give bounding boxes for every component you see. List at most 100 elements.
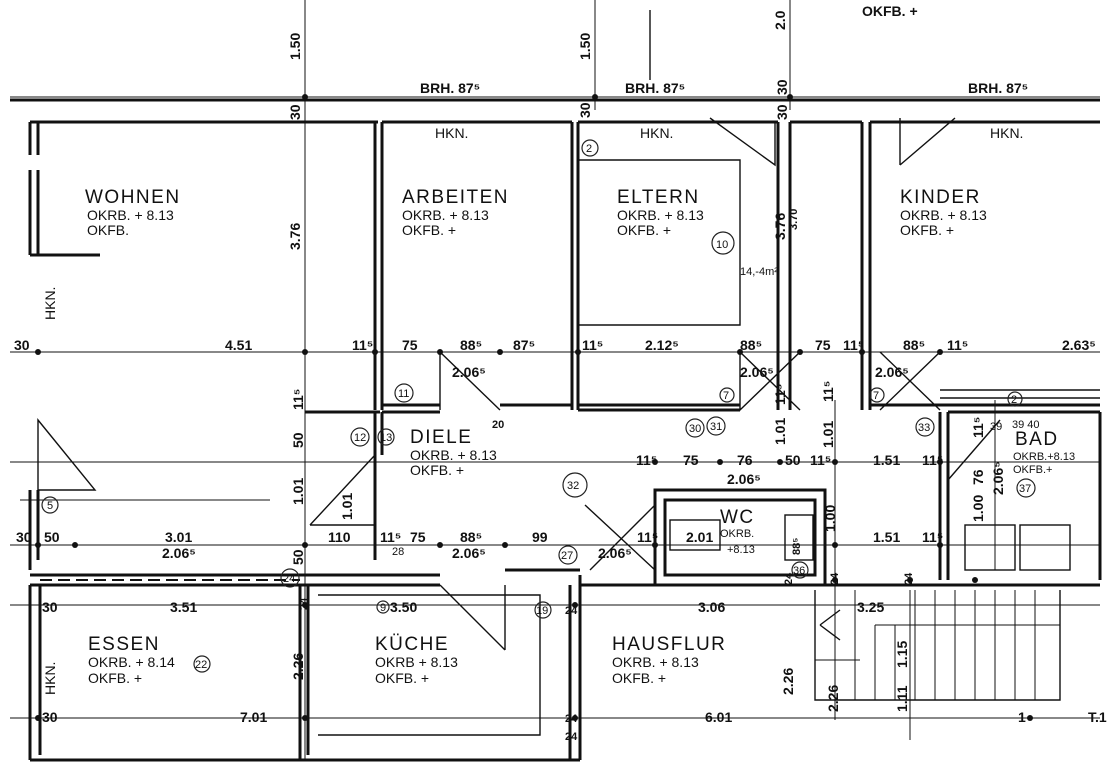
room-name: KÜCHE (375, 634, 449, 655)
dim: 11⁵ (380, 529, 401, 545)
dim: 11⁵ (636, 452, 657, 468)
dim: 50 (290, 432, 306, 448)
note: 24 (283, 573, 295, 585)
room-name: ARBEITEN (402, 187, 509, 208)
note: 32 (567, 480, 579, 492)
dimension-row-4: 30 3.51 24 3.50 24 3.06 3.25 24 24 24 24 (42, 572, 915, 725)
dim: 1.00 (822, 505, 838, 532)
dim: 1.11 (894, 685, 910, 712)
parapet-label: BRH. 87⁵ (968, 80, 1028, 96)
handwritten-notes: 10 14,-4m² 11 12 13 32 30 31 7 7 33 2 39… (41, 139, 1040, 673)
note: 27 (561, 550, 573, 562)
note: 13 (380, 432, 392, 444)
dim: 2.06⁵ (452, 364, 486, 380)
dim: 30 (42, 709, 58, 725)
room-okfb: OKFB. + (617, 222, 671, 238)
dim: 2.01 (686, 529, 713, 545)
dim: 76 (737, 452, 753, 468)
room-okrb: OKRB.+8.13 (1013, 451, 1075, 463)
room-kinder: KINDER OKRB. + 8.13 OKFB. + (900, 187, 987, 238)
dim: 30 (16, 529, 32, 545)
dim: 2.06⁵ (162, 545, 196, 561)
note: 7 (873, 390, 879, 402)
dim: 2.26 (780, 668, 796, 695)
dim: 30 (14, 337, 30, 353)
note: 39 (990, 421, 1002, 433)
dim: 2.06⁵ (740, 364, 774, 380)
parapet-label: BRH. 87⁵ (625, 80, 685, 96)
dim: 30 (774, 79, 790, 95)
note: 39 40 (1012, 419, 1040, 431)
dim: 1.01 (820, 421, 836, 448)
dim: 4.51 (225, 337, 252, 353)
dim: 11⁵ (820, 381, 836, 402)
dim: 2.06⁵ (452, 545, 486, 561)
room-hausflur: HAUSFLUR OKRB. + 8.13 OKFB. + (612, 634, 726, 686)
dim: 2.26 (290, 653, 306, 680)
room-arbeiten: ARBEITEN OKRB. + 8.13 OKFB. + (402, 187, 509, 238)
dim: 2.06⁵ (990, 461, 1006, 495)
dim: 1.01 (772, 418, 788, 445)
radiator-label: HKN. (990, 125, 1023, 141)
dim: 88⁵ (740, 337, 762, 353)
dim: 6.01 (705, 709, 732, 725)
room-okrb: OKRB. + 8.13 (900, 207, 987, 223)
room-okrb: OKRB. + 8.13 (612, 654, 699, 670)
dim: 11⁵ (582, 337, 603, 353)
radiator-label: HKN. (42, 662, 58, 695)
room-okfb: +8.13 (727, 544, 755, 556)
room-name: HAUSFLUR (612, 634, 726, 655)
parapet-label: BRH. 87⁵ (420, 80, 480, 96)
note: 37 (1019, 483, 1031, 495)
room-name: WOHNEN (85, 187, 181, 208)
dimension-mid: 11⁵ 50 1.01 11⁵ 1.01 11⁵ 1.01 20 (290, 381, 836, 505)
dim: 2.26 (825, 685, 841, 712)
note: 11 (398, 388, 409, 400)
dim: 1 (1018, 709, 1026, 725)
dimension-lines (10, 0, 1100, 760)
dim: 50 (290, 549, 306, 565)
dim: 75 (683, 452, 699, 468)
stairs (814, 590, 1061, 701)
dim: 11⁵ (290, 389, 306, 410)
dim: 1.50 (577, 33, 593, 60)
note: 5 (47, 500, 53, 512)
dim: 30 (287, 104, 303, 120)
dim: 11⁵ (947, 337, 968, 353)
dimension-low: 2.26 2.26 2.26 1.15 1.11 (290, 641, 910, 712)
dim: 50 (785, 452, 801, 468)
dim: 3.06 (698, 599, 725, 615)
dim: 24 (903, 572, 915, 585)
note: 28 (392, 546, 404, 558)
room-wohnen: WOHNEN OKRB. + 8.13 OKFB. (85, 187, 181, 238)
dim: 88⁵ (791, 538, 803, 555)
room-okfb: OKFB. (87, 222, 129, 238)
note: 12 (354, 432, 366, 444)
note: 2 (586, 143, 592, 155)
room-eltern: ELTERN OKRB. + 8.13 OKFB. + (617, 187, 704, 238)
note: 10 (716, 239, 728, 251)
dim: 11⁵ (843, 337, 864, 353)
note: 2 (1011, 394, 1017, 406)
dim: 20 (492, 419, 504, 431)
note: 7 (723, 390, 729, 402)
room-okfb: OKFB. + (900, 222, 954, 238)
header-note: OKFB. + (862, 3, 918, 19)
dim: 24 (565, 605, 578, 617)
room-wc: WC OKRB. +8.13 (720, 507, 755, 556)
room-okrb: OKRB. (720, 528, 754, 540)
room-diele: DIELE OKRB. + 8.13 OKFB. + (410, 427, 497, 478)
dim: 75 (815, 337, 831, 353)
room-okrb: OKRB. + 8.13 (617, 207, 704, 223)
radiator-label: HKN. (435, 125, 468, 141)
dimension-row-1: 30 4.51 11⁵ 75 88⁵ 87⁵ 11⁵ 2.12⁵ 88⁵ 75 … (14, 337, 1096, 380)
dim: 2.12⁵ (645, 337, 679, 353)
note: 14,-4m² (740, 266, 778, 278)
note: 36 (793, 565, 805, 577)
room-bad: BAD OKRB.+8.13 OKFB.+ (1013, 429, 1075, 476)
room-okfb: OKFB. + (375, 670, 429, 686)
dim: 1.51 (873, 529, 900, 545)
dim: 3.50 (390, 599, 417, 615)
walls (10, 98, 1102, 762)
